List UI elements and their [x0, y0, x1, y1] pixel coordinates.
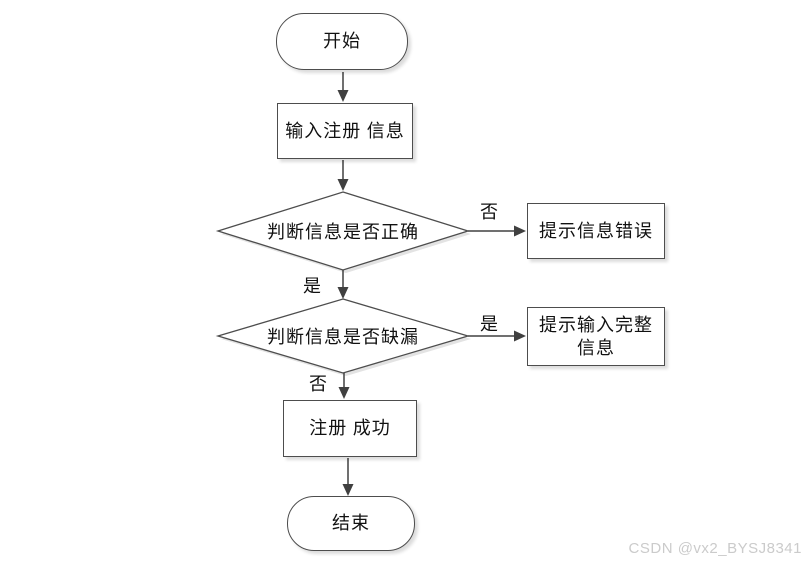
node-input-info: 输入注册 信息: [277, 103, 413, 159]
node-end: 结束: [287, 496, 415, 551]
node-end-label: 结束: [332, 513, 370, 534]
node-register-success: 注册 成功: [283, 400, 417, 457]
edge-label-correct-yes: 是: [303, 276, 321, 296]
arrow-success-to-end: [342, 458, 354, 496]
arrow-check-correct-to-check-missing: [337, 270, 349, 299]
edge-label-missing-yes: 是: [480, 314, 498, 334]
arrow-check-missing-to-complete: [468, 330, 526, 342]
node-register-success-label: 注册 成功: [309, 418, 391, 439]
arrow-check-correct-to-error: [468, 225, 526, 237]
csdn-watermark: CSDN @vx2_BYSJ8341: [628, 540, 802, 557]
decision-missing-diamond: [215, 298, 471, 374]
node-complete-prompt-line2: 信息: [577, 337, 615, 358]
arrow-input-to-check-correct: [337, 160, 349, 191]
node-complete-prompt: 提示输入完整 信息: [527, 307, 665, 366]
arrow-check-missing-to-success: [338, 373, 350, 399]
node-error-prompt: 提示信息错误: [527, 203, 665, 259]
node-start: 开始: [276, 13, 408, 70]
node-input-info-label: 输入注册 信息: [285, 120, 405, 141]
node-complete-prompt-line1: 提示输入完整: [539, 315, 653, 335]
edge-label-missing-no: 否: [309, 374, 327, 394]
node-error-prompt-label: 提示信息错误: [539, 220, 653, 241]
decision-correct-diamond: [215, 191, 471, 271]
node-start-label: 开始: [323, 31, 361, 52]
edge-label-correct-no: 否: [480, 202, 498, 222]
arrow-start-to-input: [337, 72, 349, 102]
